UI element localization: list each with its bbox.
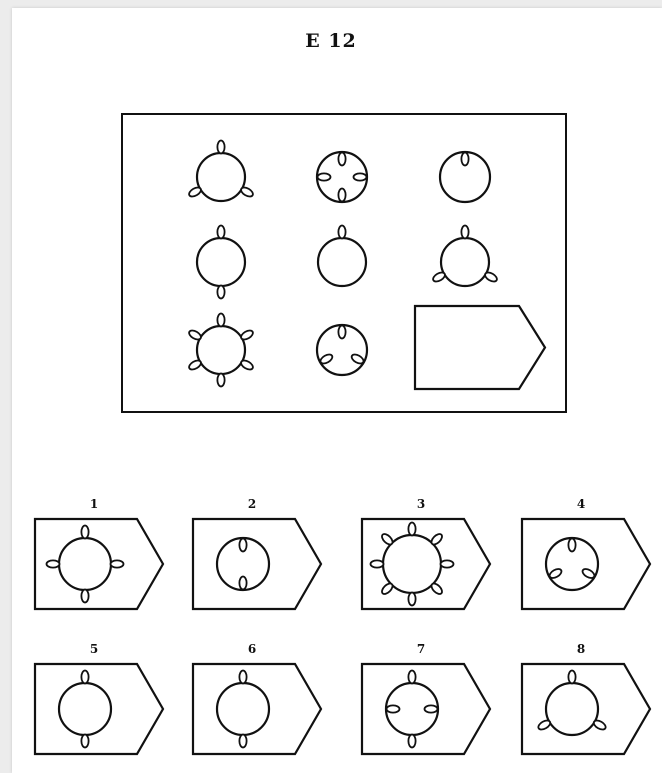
loop-petal (217, 314, 224, 327)
ring (318, 238, 366, 286)
matrix-cell-r3c1 (188, 314, 255, 387)
option-5[interactable] (35, 664, 163, 754)
ring (197, 326, 245, 374)
loop-petal (239, 577, 246, 590)
answer-options (35, 519, 650, 754)
loop-petal (240, 186, 255, 199)
option-number: 1 (84, 497, 104, 511)
loop-petal (240, 359, 255, 372)
loop-petal (81, 671, 88, 684)
loop-petal (408, 523, 415, 536)
loop-petal (81, 590, 88, 603)
matrix-cell-r2c3 (432, 226, 499, 287)
loop-petal (338, 226, 345, 239)
option-card[interactable] (193, 664, 321, 754)
option-number: 6 (242, 642, 262, 656)
matrix-cell-r1c2 (317, 152, 367, 202)
loop-petal (217, 286, 224, 299)
ring (197, 238, 245, 286)
matrix-cell-r2c1 (197, 226, 245, 299)
loop-petal (239, 735, 246, 748)
loop-petal (81, 735, 88, 748)
option-8[interactable] (522, 664, 650, 754)
loop-petal (408, 735, 415, 748)
loop-petal (188, 186, 203, 199)
loop-petal (371, 560, 384, 567)
ring (441, 238, 489, 286)
matrix-cell-r1c1 (188, 141, 255, 202)
loop-petal (111, 560, 124, 567)
option-card[interactable] (193, 519, 321, 609)
ring (197, 153, 245, 201)
loop-petal (432, 271, 447, 284)
option-7[interactable] (362, 664, 490, 754)
loop-petal (338, 189, 345, 202)
loop-petal (484, 271, 499, 284)
matrix-panel (122, 114, 566, 412)
loop-petal (188, 329, 203, 342)
option-4[interactable] (522, 519, 650, 609)
loop-petal (217, 374, 224, 387)
matrix-cell-r1c3 (440, 152, 490, 202)
loop-petal (568, 671, 575, 684)
loop-petal (338, 326, 345, 339)
loop-petal (425, 705, 438, 712)
option-number: 8 (571, 642, 591, 656)
loop-petal (568, 539, 575, 552)
loop-petal (319, 353, 334, 366)
option-number: 5 (84, 642, 104, 656)
loop-petal (239, 671, 246, 684)
loop-petal (188, 359, 203, 372)
loop-petal (240, 329, 255, 342)
missing-cell (415, 306, 545, 389)
loop-petal (47, 560, 60, 567)
option-number: 3 (411, 497, 431, 511)
loop-petal (239, 539, 246, 552)
loop-petal (461, 226, 468, 239)
loop-petal (387, 705, 400, 712)
option-card[interactable] (35, 664, 163, 754)
option-card[interactable] (522, 519, 650, 609)
loop-petal (81, 526, 88, 539)
matrix-cell-r2c2 (318, 226, 366, 287)
option-1[interactable] (35, 519, 163, 609)
option-number: 7 (411, 642, 431, 656)
option-card[interactable] (522, 664, 650, 754)
option-6[interactable] (193, 664, 321, 754)
matrix-cell-r3c2 (317, 325, 367, 375)
loop-petal (354, 173, 367, 180)
loop-petal (461, 153, 468, 166)
loop-petal (350, 353, 365, 366)
option-number: 2 (242, 497, 262, 511)
option-3[interactable] (362, 519, 490, 609)
loop-petal (441, 560, 454, 567)
loop-petal (408, 593, 415, 606)
loop-petal (408, 671, 415, 684)
option-number: 4 (571, 497, 591, 511)
loop-petal (318, 173, 331, 180)
loop-petal (338, 153, 345, 166)
option-2[interactable] (193, 519, 321, 609)
loop-petal (217, 141, 224, 154)
loop-petal (217, 226, 224, 239)
